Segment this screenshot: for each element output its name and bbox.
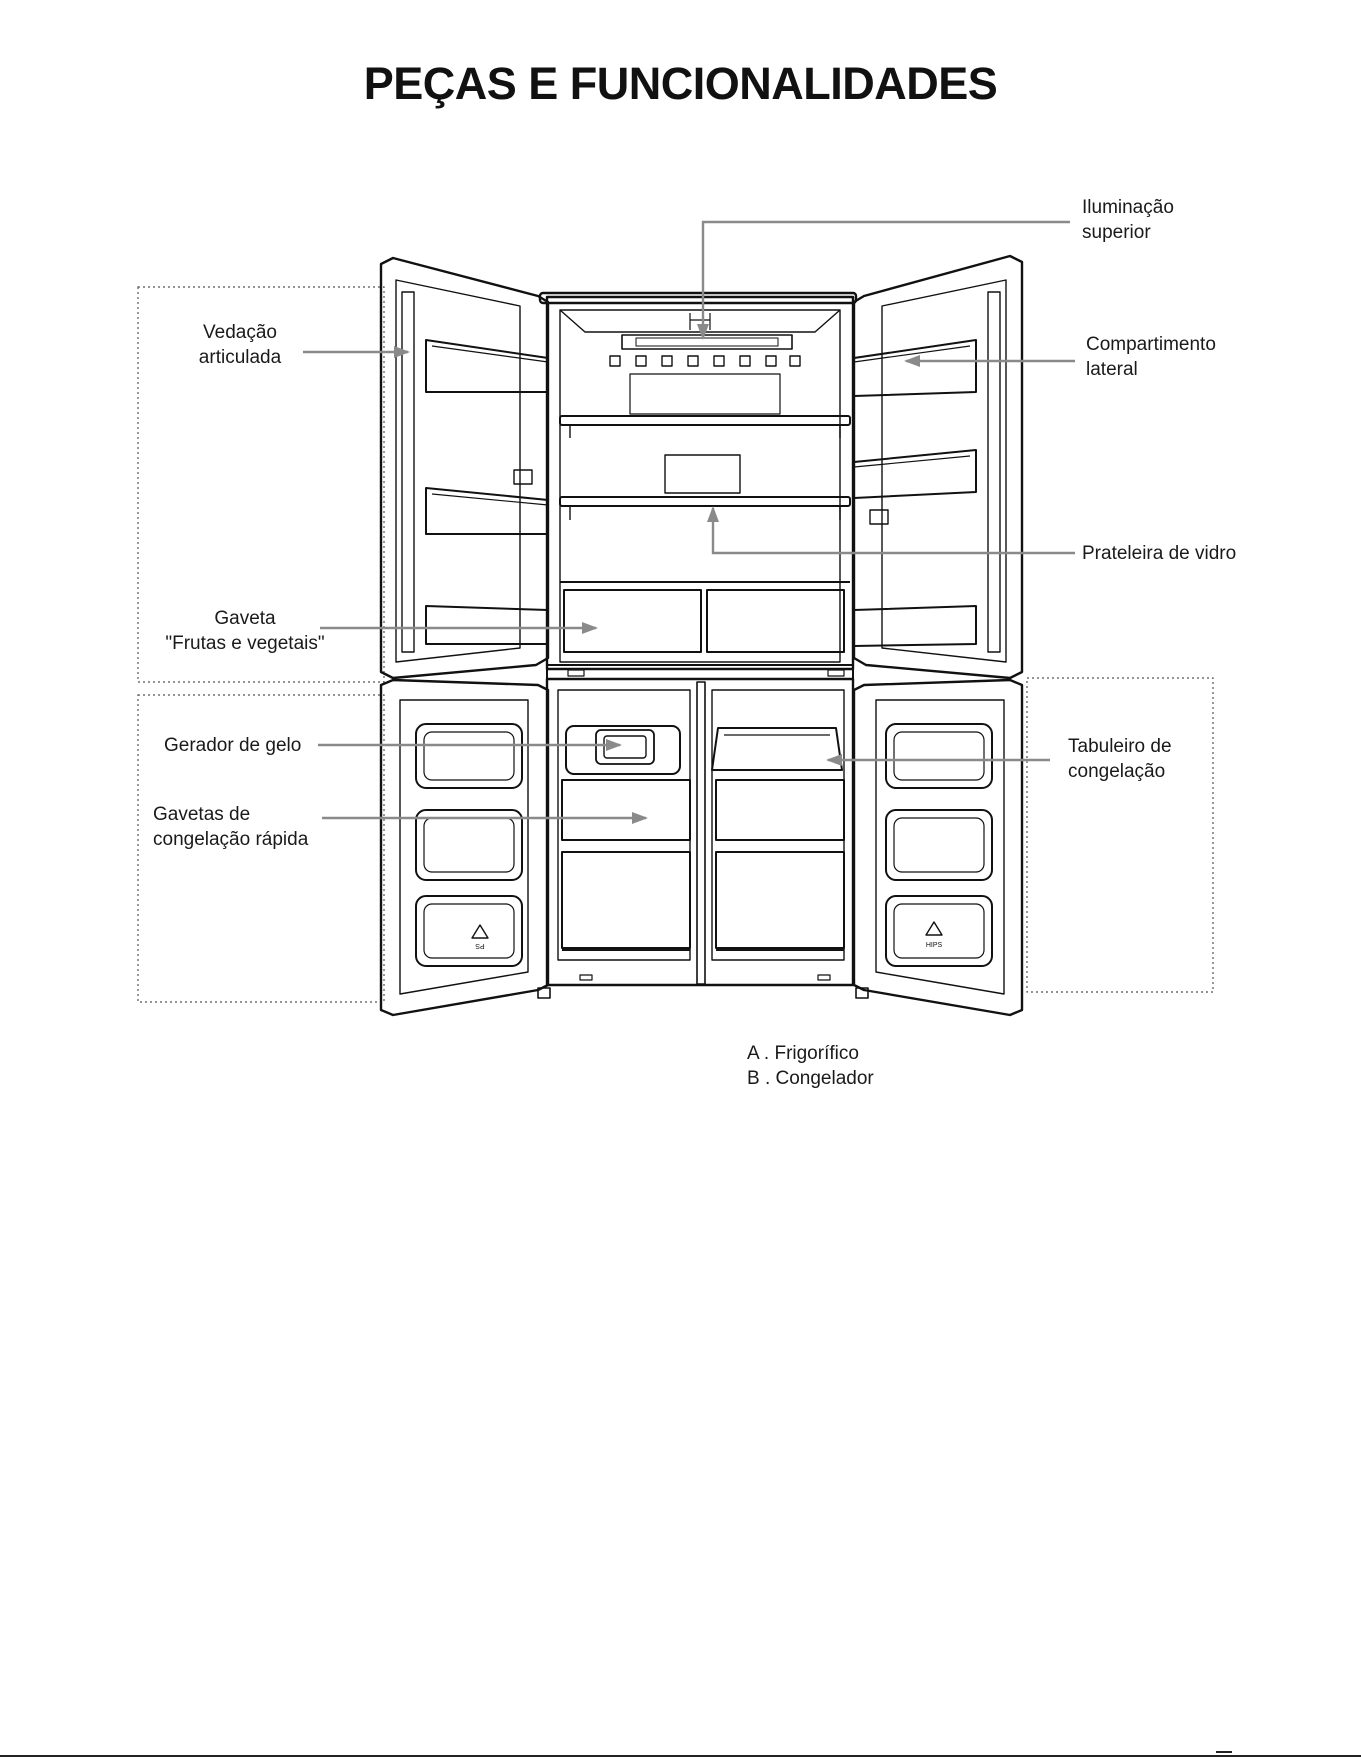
leader-iluminacao: [703, 222, 1070, 338]
crisper-drawer-right: [707, 590, 844, 652]
label-tabuleiro-de-congelacao: Tabuleiro de congelação: [1068, 734, 1172, 784]
crisper-drawer-left: [564, 590, 701, 652]
label-iluminacao-superior: Iluminação superior: [1082, 195, 1174, 245]
footer-rule: [0, 1755, 1361, 1757]
recycle-code-left: PS: [475, 942, 485, 949]
label-gavetas-congelacao-rapida: Gavetas de congelação rápida: [153, 802, 308, 852]
freezer-cabinet: [547, 679, 853, 985]
label-prateleira-de-vidro: Prateleira de vidro: [1082, 541, 1236, 566]
recycle-code-right: HIPS: [926, 942, 943, 949]
glass-shelf-lower: [560, 497, 850, 506]
freezer-zone-outline-right: [1027, 678, 1213, 992]
top-light-panel: [622, 335, 792, 349]
label-gaveta-frutas-vegetais: Gaveta "Frutas e vegetais": [150, 606, 340, 656]
label-vedacao-articulada: Vedação articulada: [180, 320, 300, 370]
quick-freeze-drawer-left: [562, 780, 690, 840]
legend: A . Frigorífico B . Congelador: [747, 1041, 874, 1091]
footer-mark: [1216, 1751, 1232, 1753]
legend-item-frigorifico: A . Frigorífico: [747, 1041, 874, 1066]
freezer-tray: [712, 728, 842, 770]
door-bin-left-3: [426, 606, 548, 644]
left-upper-door: [381, 258, 548, 678]
glass-shelf-upper: [560, 416, 850, 425]
ice-maker: [566, 726, 680, 774]
legend-item-congelador: B . Congelador: [747, 1066, 874, 1091]
door-bin-right-1: [854, 340, 976, 396]
label-gerador-de-gelo: Gerador de gelo: [164, 733, 301, 758]
door-bin-right-3: [854, 606, 976, 646]
recycle-icon-right: [926, 922, 942, 935]
label-compartimento-lateral: Compartimento lateral: [1086, 332, 1216, 382]
leader-prateleira: [713, 508, 1075, 553]
recycle-icon-left: [472, 925, 488, 938]
right-upper-door: [854, 256, 1022, 678]
right-lower-door: [854, 680, 1022, 1015]
